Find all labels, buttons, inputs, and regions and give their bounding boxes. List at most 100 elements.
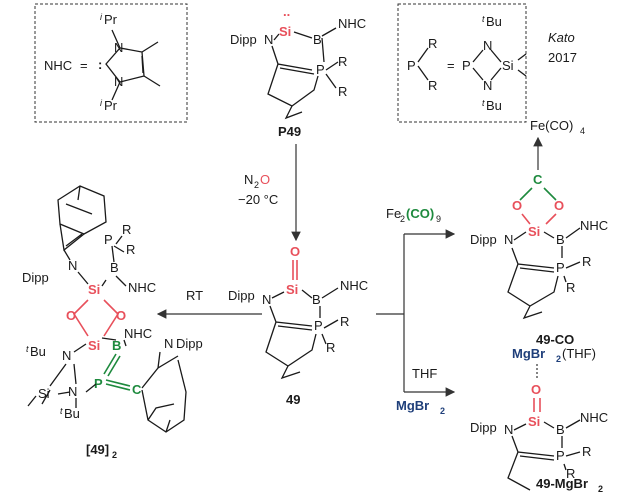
p49-label: P49	[278, 124, 301, 139]
c49-si: Si	[286, 282, 298, 297]
mgbr-p: P	[556, 448, 565, 463]
reagent-thf: THF	[412, 366, 437, 381]
dimer-b-bottom: B	[112, 338, 121, 353]
fe2co-sub2: 9	[436, 214, 441, 224]
c49-si-o-double-bond	[292, 260, 298, 280]
tbu-bottom-prefix: t	[482, 98, 485, 108]
dimer-nhc-top: NHC	[128, 280, 156, 295]
mgbr-label-sub: 2	[598, 484, 603, 492]
compound-dimer: P R R N Dipp B NHC Si O O Si B NHC N Dip…	[22, 185, 203, 460]
co-si: Si	[528, 224, 540, 239]
pr2-p2: P	[462, 58, 471, 73]
dimer-r2: R	[126, 242, 135, 257]
pr2-p: P	[407, 58, 416, 73]
mgbr-mg: MgBr	[512, 346, 545, 361]
pr2-n-bottom: N	[483, 78, 492, 93]
dimer-bottom-skeleton	[27, 337, 187, 433]
dimer-p-top: P	[104, 232, 113, 247]
branch-line	[376, 234, 405, 392]
dimer-label-sub: 2	[112, 450, 117, 460]
p49-r2: R	[338, 84, 347, 99]
c49-p: P	[314, 318, 323, 333]
ipr-bottom: Pr	[104, 98, 118, 113]
compound-49-co: Fe(CO) 4 C O O Si Dipp N B NHC P R R 49-…	[470, 118, 608, 347]
fe2co-fe: Fe	[386, 206, 401, 221]
co-dipp: Dipp	[470, 232, 497, 247]
co-c-o-bonds	[519, 187, 557, 201]
co-label: 49-CO	[536, 332, 574, 347]
dimer-si2o2-ring	[72, 299, 120, 337]
dimer-tbu-bottom: Bu	[64, 406, 80, 421]
mgbr-o: O	[531, 382, 541, 397]
reference-year: 2017	[548, 50, 577, 65]
dimer-n-ring1: N	[62, 348, 71, 363]
pr2-n-top: N	[483, 38, 492, 53]
tbu-top-prefix: t	[482, 14, 485, 24]
dimer-nhc-bottom: NHC	[124, 326, 152, 341]
reference-author: Kato	[548, 30, 575, 45]
dimer-si-top: Si	[88, 282, 100, 297]
p49-skeleton	[267, 27, 339, 120]
n2o-sub: 2	[254, 180, 259, 190]
co-fe-sub: 4	[580, 126, 585, 136]
fe2co-sub1: 2	[400, 214, 405, 224]
tbu-top: Bu	[486, 14, 502, 29]
p49-si: Si	[279, 24, 291, 39]
mgbr-si: Si	[528, 414, 540, 429]
c49-b: B	[312, 292, 321, 307]
co-r2: R	[566, 280, 575, 295]
dimer-tbu-top-prefix: t	[26, 344, 29, 354]
reagent-rt: RT	[186, 288, 203, 303]
mgbr-thf: (THF)	[562, 346, 596, 361]
co-b: B	[556, 232, 565, 247]
mgbr-label-main: 49-MgBr	[536, 476, 588, 491]
dimer-dipp2: Dipp	[176, 336, 203, 351]
pr2-si: Si	[502, 58, 514, 73]
pr2-legend: P R R = P N N Si t Bu t Bu	[397, 3, 527, 123]
p49-n: N	[264, 32, 273, 47]
c49-o: O	[290, 244, 300, 259]
dimer-tbu-bottom-prefix: t	[60, 406, 63, 416]
tbu-bottom: Bu	[486, 98, 502, 113]
mgbr-skeleton	[507, 419, 581, 491]
pr2-equals: =	[447, 58, 455, 73]
imidazole-double-bond	[141, 55, 144, 74]
mgbr2-mg: MgBr	[396, 398, 429, 413]
mgbr-si-o-double-bond	[533, 398, 541, 412]
mgbr-n: N	[504, 422, 513, 437]
mgbr-dipp: Dipp	[470, 420, 497, 435]
pr2-r-bottom: R	[428, 78, 437, 93]
c49-skeleton	[265, 287, 339, 380]
co-c: C	[533, 172, 543, 187]
dimer-tbu-top: Bu	[30, 344, 46, 359]
c49-r1: R	[340, 314, 349, 329]
reagent-n2o: N 2 O	[244, 172, 270, 190]
imidazole-substituents	[111, 29, 161, 101]
c49-r2: R	[326, 340, 335, 355]
imidazole-ring	[105, 47, 145, 83]
co-nhc: NHC	[580, 218, 608, 233]
dimer-alkene-top	[59, 223, 85, 252]
mgbr-r2: R	[566, 466, 575, 481]
co-p: P	[556, 260, 565, 275]
dimer-bicycle-top	[57, 185, 107, 235]
n2o-n: N	[244, 172, 253, 187]
dimer-si-bottom: Si	[88, 338, 100, 353]
reagent-temp: −20 °C	[238, 192, 278, 207]
compound-49-mgbr2: MgBr 2 (THF) O Si Dipp N B NHC P R R 49-…	[470, 346, 608, 492]
p49-b: B	[313, 32, 322, 47]
p49-p: P	[316, 62, 325, 77]
dimer-n: N	[68, 258, 77, 273]
c49-nhc: NHC	[340, 278, 368, 293]
reagent-fe2co9: Fe 2 (CO) 9	[386, 206, 441, 224]
dimer-o1: O	[66, 308, 76, 323]
co-fe: Fe(CO)	[530, 118, 573, 133]
co-r1: R	[582, 254, 591, 269]
nhc-label: NHC	[44, 58, 72, 73]
co-si-o-bonds	[521, 213, 557, 225]
ipr-top-prefix: i	[100, 12, 103, 22]
mgbr-b: B	[556, 422, 565, 437]
dimer-c: C	[132, 382, 142, 397]
co-o1: O	[512, 198, 522, 213]
